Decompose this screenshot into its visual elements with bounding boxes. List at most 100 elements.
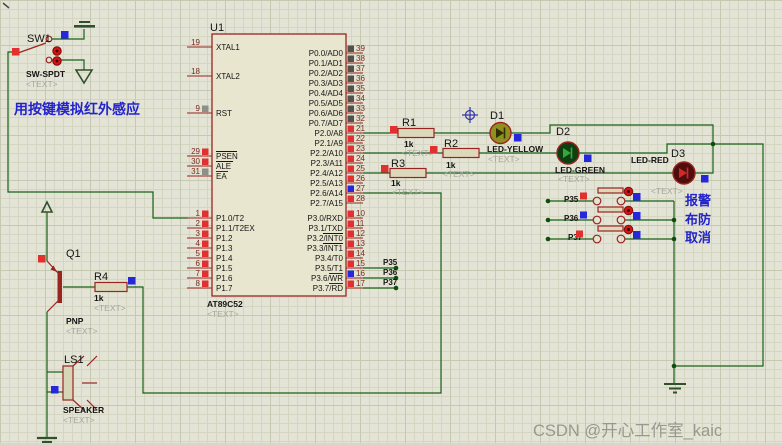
ground-terminal-icon[interactable] bbox=[664, 383, 686, 394]
pin-number: 33 bbox=[356, 104, 365, 113]
pin-state-square bbox=[202, 280, 209, 287]
pin-number: 6 bbox=[196, 259, 201, 268]
pin-name: P2.4/A12 bbox=[310, 169, 343, 178]
resistor-body[interactable] bbox=[94, 281, 128, 293]
mcu-body[interactable] bbox=[211, 33, 347, 297]
pin-state-square bbox=[202, 260, 209, 267]
d2-ref: D2 bbox=[556, 126, 570, 138]
push-button-p37[interactable]: P37 bbox=[568, 224, 641, 244]
push-button-p35[interactable]: P35 bbox=[564, 186, 641, 206]
input-terminal-arrow-icon[interactable] bbox=[40, 200, 54, 213]
pin-number: 13 bbox=[356, 239, 365, 248]
power-terminal[interactable] bbox=[74, 21, 95, 28]
resistor-r3[interactable]: R3 1k <TEXT> bbox=[389, 158, 427, 197]
pin-name: P3.3/INT1 bbox=[307, 244, 344, 253]
pin-name: P0.1/AD1 bbox=[309, 59, 344, 68]
push-button-p36[interactable]: P36 bbox=[564, 205, 641, 225]
pin-number: 31 bbox=[191, 167, 200, 176]
pin-name: P2.7/A15 bbox=[310, 199, 343, 208]
pin-state-square bbox=[202, 158, 209, 165]
junction-dot bbox=[545, 198, 551, 204]
pin-state-square bbox=[202, 270, 209, 277]
ground-terminal-icon[interactable] bbox=[37, 436, 57, 444]
speaker-body[interactable] bbox=[62, 365, 74, 401]
junction-dot bbox=[671, 236, 677, 242]
pin-number: 27 bbox=[356, 184, 365, 193]
led-d1-yellow[interactable]: D1 LED-YELLOW <TEXT> bbox=[487, 110, 544, 164]
blue-state-square bbox=[633, 212, 641, 220]
button-cap[interactable] bbox=[597, 206, 624, 213]
pin-state-square bbox=[347, 260, 354, 267]
transistor-base-bar[interactable] bbox=[57, 271, 63, 303]
pin-name: EA bbox=[216, 172, 227, 181]
switch-actuator-center bbox=[55, 59, 59, 63]
pin-number: 26 bbox=[356, 174, 365, 183]
mcu-u1[interactable]: 19XTAL118XTAL29RST29PSEN30ALE31EA1P1.0/T… bbox=[187, 22, 365, 319]
pin-number: 5 bbox=[196, 249, 201, 258]
pin-number: 4 bbox=[196, 239, 201, 248]
pin-name: XTAL2 bbox=[216, 72, 240, 81]
led-d2-green[interactable]: D2 LED-GREEN <TEXT> bbox=[555, 126, 605, 184]
led-d3-red[interactable]: D3 LED-RED <TEXT> bbox=[631, 148, 696, 196]
resistor-r4[interactable]: R4 1k <TEXT> bbox=[94, 271, 128, 313]
r3-ref: R3 bbox=[391, 158, 405, 170]
pin-name: P3.4/T0 bbox=[315, 254, 344, 263]
pin-state-square bbox=[347, 185, 354, 192]
pin-number: 16 bbox=[356, 269, 365, 278]
pin-name: P2.0/A8 bbox=[315, 129, 344, 138]
resistor-body[interactable] bbox=[442, 147, 480, 159]
pin-number: 15 bbox=[356, 259, 365, 268]
resistor-r2[interactable]: R2 1k <TEXT> bbox=[442, 138, 480, 179]
speaker-ls1[interactable]: LS1 SPEAKER <TEXT> bbox=[62, 354, 104, 425]
junction-dot bbox=[393, 265, 399, 271]
r2-placeholder: <TEXT> bbox=[443, 169, 475, 179]
q1-placeholder: <TEXT> bbox=[66, 326, 98, 336]
r4-placeholder: <TEXT> bbox=[94, 303, 126, 313]
pin-number: 39 bbox=[356, 44, 365, 53]
button-contact bbox=[592, 215, 602, 225]
speaker-cone-icon bbox=[72, 355, 98, 411]
d2-placeholder: <TEXT> bbox=[558, 174, 590, 184]
pin-number: 37 bbox=[356, 64, 365, 73]
switch-lever[interactable] bbox=[17, 42, 47, 54]
pin-state-square bbox=[202, 105, 209, 112]
pin-name: P0.0/AD0 bbox=[309, 49, 344, 58]
pin-name: P2.5/A13 bbox=[310, 179, 343, 188]
wire bbox=[695, 144, 714, 174]
button-cap[interactable] bbox=[597, 225, 624, 232]
power-bar2-icon bbox=[79, 21, 90, 23]
u1-placeholder: <TEXT> bbox=[207, 309, 239, 319]
ls1-type: SPEAKER bbox=[63, 405, 104, 415]
resistor-body[interactable] bbox=[397, 127, 435, 139]
led-symbol-icon bbox=[679, 168, 687, 178]
pin-state-square bbox=[347, 55, 354, 62]
pin-number: 36 bbox=[356, 74, 365, 83]
pin-state-square bbox=[347, 175, 354, 182]
ground-terminal-icon[interactable] bbox=[74, 69, 94, 85]
pin-state-square bbox=[347, 165, 354, 172]
red-state-square bbox=[576, 230, 583, 238]
pin-name: P0.7/AD7 bbox=[309, 119, 344, 128]
junction-dot bbox=[671, 217, 677, 223]
resistor-body[interactable] bbox=[389, 167, 427, 179]
q1-ref: Q1 bbox=[66, 248, 81, 260]
pin-state-square bbox=[202, 168, 209, 175]
red-state-square bbox=[390, 126, 398, 134]
junction-dots bbox=[393, 141, 716, 369]
pin-state-square bbox=[202, 250, 209, 257]
pin-state-square bbox=[347, 195, 354, 202]
blue-state-square bbox=[61, 31, 69, 39]
origin-crosshair-icon bbox=[462, 107, 478, 123]
emitter-arrow-icon bbox=[50, 265, 57, 272]
annotation-arm: 布防 bbox=[685, 212, 711, 227]
button-cap[interactable] bbox=[597, 187, 624, 194]
button-contact bbox=[616, 196, 626, 206]
button-actuator-center bbox=[627, 228, 630, 231]
wire bbox=[674, 143, 764, 367]
transistor-q1[interactable]: Q1 PNP <TEXT> bbox=[46, 248, 98, 336]
d1-placeholder: <TEXT> bbox=[488, 154, 520, 164]
switch-sw1[interactable]: SW1 SW-SPDT <TEXT> bbox=[17, 33, 66, 89]
resistor-r1[interactable]: R1 1k <TEXT> bbox=[397, 117, 435, 158]
watermark: CSDN @开心工作室_kaic bbox=[533, 421, 722, 440]
